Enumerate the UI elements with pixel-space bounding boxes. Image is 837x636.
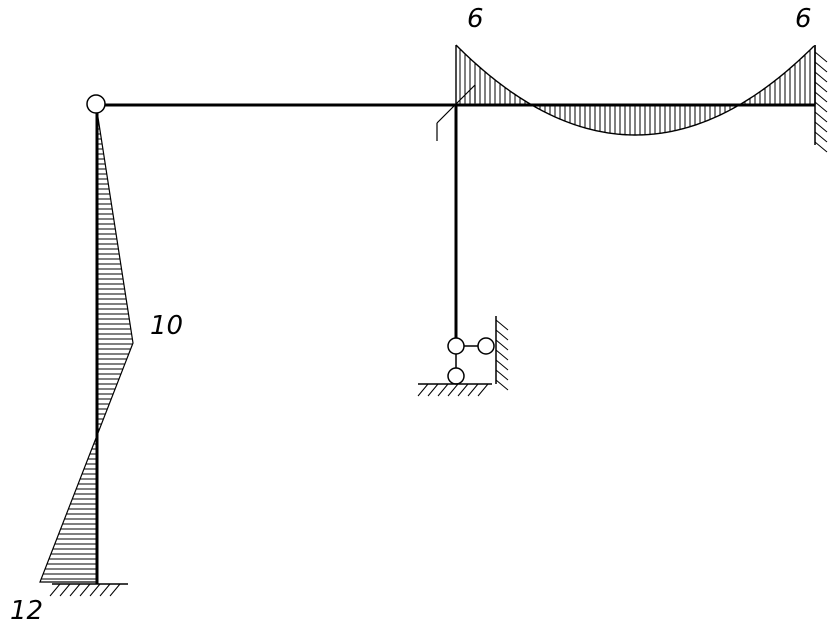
left-column-moment-outline — [39, 110, 134, 583]
hinge-joint — [86, 94, 106, 114]
moment-value-bottom-left: 12 — [10, 596, 44, 626]
pin-support-middle — [417, 316, 509, 397]
left-column-moment-hatch — [41, 113, 133, 580]
moment-value-left-mid: 10 — [150, 311, 184, 341]
rigid-joint-mark — [436, 84, 476, 141]
moment-value-top-right: 6 — [795, 4, 812, 34]
beam-moment-hatch — [459, 48, 811, 135]
beam-moment-outline — [455, 44, 815, 136]
fixed-support-left — [49, 583, 128, 597]
moment-value-top-middle: 6 — [467, 4, 484, 34]
fixed-wall-right — [814, 45, 828, 153]
